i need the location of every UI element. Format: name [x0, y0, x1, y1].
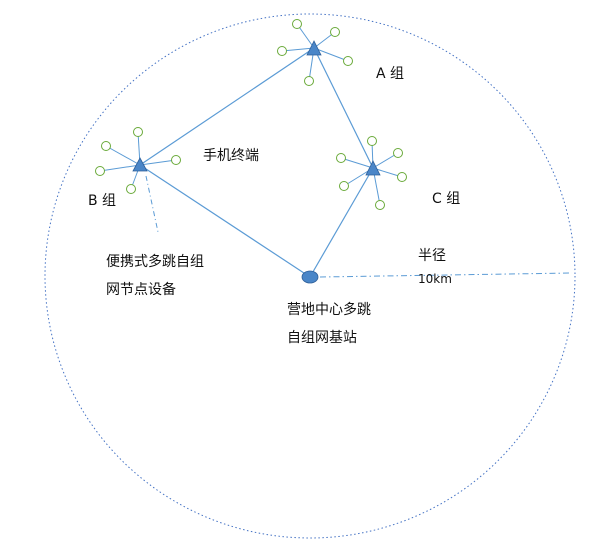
terminal-icon	[126, 184, 136, 194]
radius-value-label: 10km	[418, 272, 452, 286]
base-station-icon	[301, 270, 319, 284]
radius-label: 半径	[418, 248, 446, 264]
group-a-cluster	[277, 19, 353, 86]
terminal-icon	[397, 172, 407, 182]
terminal-icon	[375, 200, 385, 210]
link-b-to-base	[139, 164, 311, 278]
group-a-label: A 组	[376, 66, 405, 82]
group-a-node-icon	[306, 40, 322, 56]
link-b-to-a	[139, 47, 315, 166]
group-c-node-icon	[365, 160, 381, 176]
terminal-icon	[171, 155, 181, 165]
terminal-icon	[339, 181, 349, 191]
terminal-icon	[330, 27, 340, 37]
terminal-icon	[133, 127, 143, 137]
terminal-icon	[304, 76, 314, 86]
link-a-to-c	[313, 47, 374, 169]
terminal-icon	[277, 46, 287, 56]
radius-line	[319, 272, 573, 278]
link-c-to-base	[309, 167, 374, 278]
group-c-cluster	[336, 136, 407, 210]
terminal-icon	[336, 153, 346, 163]
terminal-icon	[393, 148, 403, 158]
coverage-boundary-circle	[44, 13, 576, 539]
group-b-label: B 组	[88, 193, 117, 209]
phone-terminal-label: 手机终端	[203, 148, 259, 164]
group-c-label: C 组	[432, 191, 461, 207]
terminal-icon	[101, 141, 111, 151]
terminal-icon	[292, 19, 302, 29]
group-b-cluster	[95, 127, 181, 194]
terminal-icon	[367, 136, 377, 146]
base-station-label: 营地中心多跳 自组网基站	[287, 302, 371, 346]
group-b-node-icon	[132, 157, 148, 172]
terminal-icon	[95, 166, 105, 176]
portable-device-pointer	[145, 175, 159, 233]
terminal-icon	[343, 56, 353, 66]
portable-device-label: 便携式多跳自组 网节点设备	[106, 254, 204, 298]
